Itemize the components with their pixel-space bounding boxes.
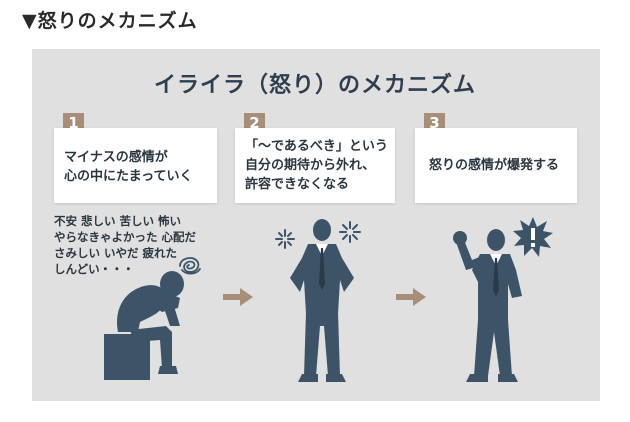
step-3-text: 怒りの感情が爆発する (429, 156, 559, 175)
step-1-line-1: マイナスの感情が (64, 150, 168, 165)
emotion-line-1: 不安 悲しい 苦しい 怖い (54, 214, 182, 228)
step-3-box: 怒りの感情が爆発する (415, 128, 577, 203)
standing-frustrated-person-icon (290, 219, 354, 382)
step-2-text: 「〜であるべき」という 自分の期待から外れ、 許容できなくなる (245, 137, 388, 194)
emotion-line-4: しんどい・・・ (54, 262, 135, 276)
diagram-title: イライラ（怒り）のメカニズム (153, 73, 476, 98)
step-1-box: マイナスの感情が 心の中にたまっていく (54, 128, 217, 203)
step-2-box: 「〜であるべき」という 自分の期待から外れ、 許容できなくなる (235, 128, 395, 203)
emotion-words: 不安 悲しい 苦しい 怖い やらなきゃよかった 心配だ さみしい いやだ 疲れた… (54, 213, 196, 277)
angry-shouting-person-icon (453, 229, 522, 382)
step-2-line-1: 「〜であるべき」という (245, 139, 388, 154)
step-2-line-3: 許容できなくなる (245, 177, 350, 192)
step-1-text: マイナスの感情が 心の中にたまっていく (64, 148, 192, 186)
emotion-line-2: やらなきゃよかった 心配だ (54, 230, 197, 244)
step-2-line-2: 自分の期待から外れ、 (245, 158, 376, 173)
arrow-right-icon (223, 288, 253, 306)
step-3-line-1: 怒りの感情が爆発する (429, 158, 560, 173)
scribble-icon (179, 257, 201, 275)
sitting-depressed-person-icon (104, 271, 184, 380)
arrow-right-icon (396, 288, 426, 306)
step-1-line-2: 心の中にたまっていく (64, 169, 193, 184)
tension-spark-icon (275, 229, 295, 249)
explosion-exclamation-icon (513, 217, 553, 257)
section-heading: ▼怒りのメカニズム (22, 10, 198, 32)
tension-spark-icon (339, 221, 361, 243)
emotion-line-3: さみしい いやだ 疲れた (54, 246, 178, 260)
